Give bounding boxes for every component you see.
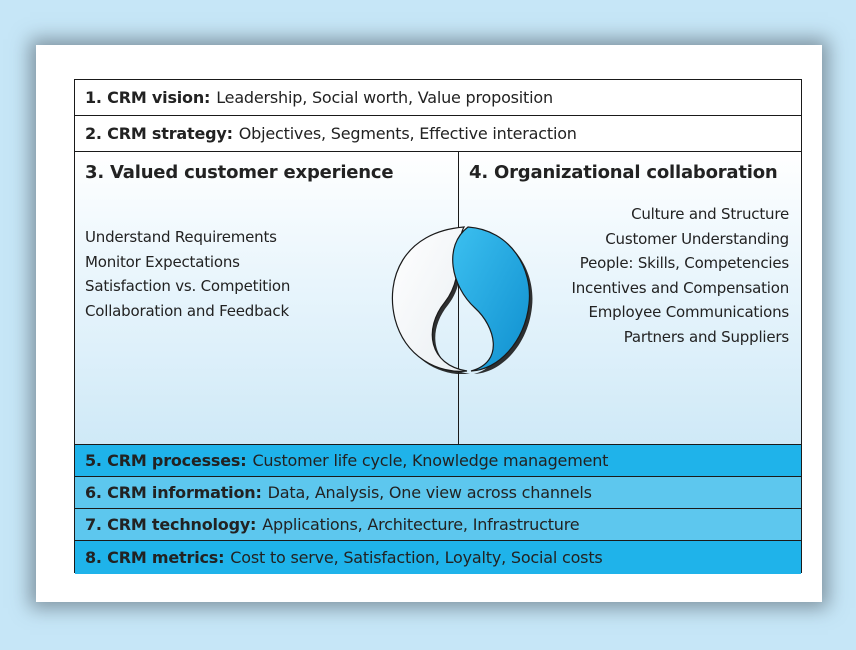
row-text: Objectives, Segments, Effective interact… bbox=[238, 124, 577, 143]
list-item: Incentives and Compensation bbox=[571, 278, 790, 297]
row-crm-information: 6. CRM information: Data, Analysis, One … bbox=[75, 477, 801, 509]
list-item: Understand Requirements bbox=[85, 228, 277, 246]
row-title: 1. CRM vision: bbox=[85, 88, 211, 107]
customer-experience-list: Understand Requirements Monitor Expectat… bbox=[85, 225, 290, 323]
row-text: Leadership, Social worth, Value proposit… bbox=[216, 88, 553, 107]
row-title: 2. CRM strategy: bbox=[85, 124, 233, 143]
row-title: 8. CRM metrics: bbox=[85, 548, 225, 567]
list-item: Satisfaction vs. Competition bbox=[85, 277, 291, 295]
customer-experience-title: 3. Valued customer experience bbox=[85, 162, 394, 183]
organizational-collaboration-list: Culture and Structure Customer Understan… bbox=[572, 202, 790, 349]
row-title: 6. CRM information: bbox=[85, 483, 262, 502]
yin-yang-white-half bbox=[391, 226, 470, 374]
row-crm-processes: 5. CRM processes: Customer life cycle, K… bbox=[75, 445, 801, 477]
list-item: People: Skills, Competencies bbox=[579, 254, 789, 272]
row-crm-vision: 1. CRM vision: Leadership, Social worth,… bbox=[75, 80, 801, 116]
row-text: Customer life cycle, Knowledge managemen… bbox=[252, 451, 609, 470]
list-item: Culture and Structure bbox=[631, 205, 789, 223]
vertical-divider bbox=[458, 152, 459, 444]
row-crm-technology: 7. CRM technology: Applications, Archite… bbox=[75, 509, 801, 541]
row-crm-strategy: 2. CRM strategy: Objectives, Segments, E… bbox=[75, 116, 801, 152]
yin-yang-icon bbox=[391, 226, 533, 374]
row-crm-metrics: 8. CRM metrics: Cost to serve, Satisfact… bbox=[75, 541, 801, 574]
row-text: Cost to serve, Satisfaction, Loyalty, So… bbox=[230, 548, 603, 567]
row-text: Applications, Architecture, Infrastructu… bbox=[262, 515, 580, 534]
middle-section: 3. Valued customer experience Understand… bbox=[75, 152, 801, 445]
crm-framework-diagram: 1. CRM vision: Leadership, Social worth,… bbox=[74, 79, 802, 574]
list-item: Partners and Suppliers bbox=[623, 327, 790, 346]
row-title: 7. CRM technology: bbox=[85, 515, 257, 534]
list-item: Collaboration and Feedback bbox=[85, 301, 289, 320]
organizational-collaboration-title: 4. Organizational collaboration bbox=[469, 162, 778, 183]
diagram-card: 1. CRM vision: Leadership, Social worth,… bbox=[36, 45, 822, 602]
yin-yang-blue-half bbox=[452, 226, 533, 374]
row-title: 5. CRM processes: bbox=[85, 451, 247, 470]
row-text: Data, Analysis, One view across channels bbox=[267, 483, 592, 502]
list-item: Monitor Expectations bbox=[85, 252, 240, 271]
list-item: Customer Understanding bbox=[605, 229, 789, 248]
list-item: Employee Communications bbox=[588, 303, 789, 321]
